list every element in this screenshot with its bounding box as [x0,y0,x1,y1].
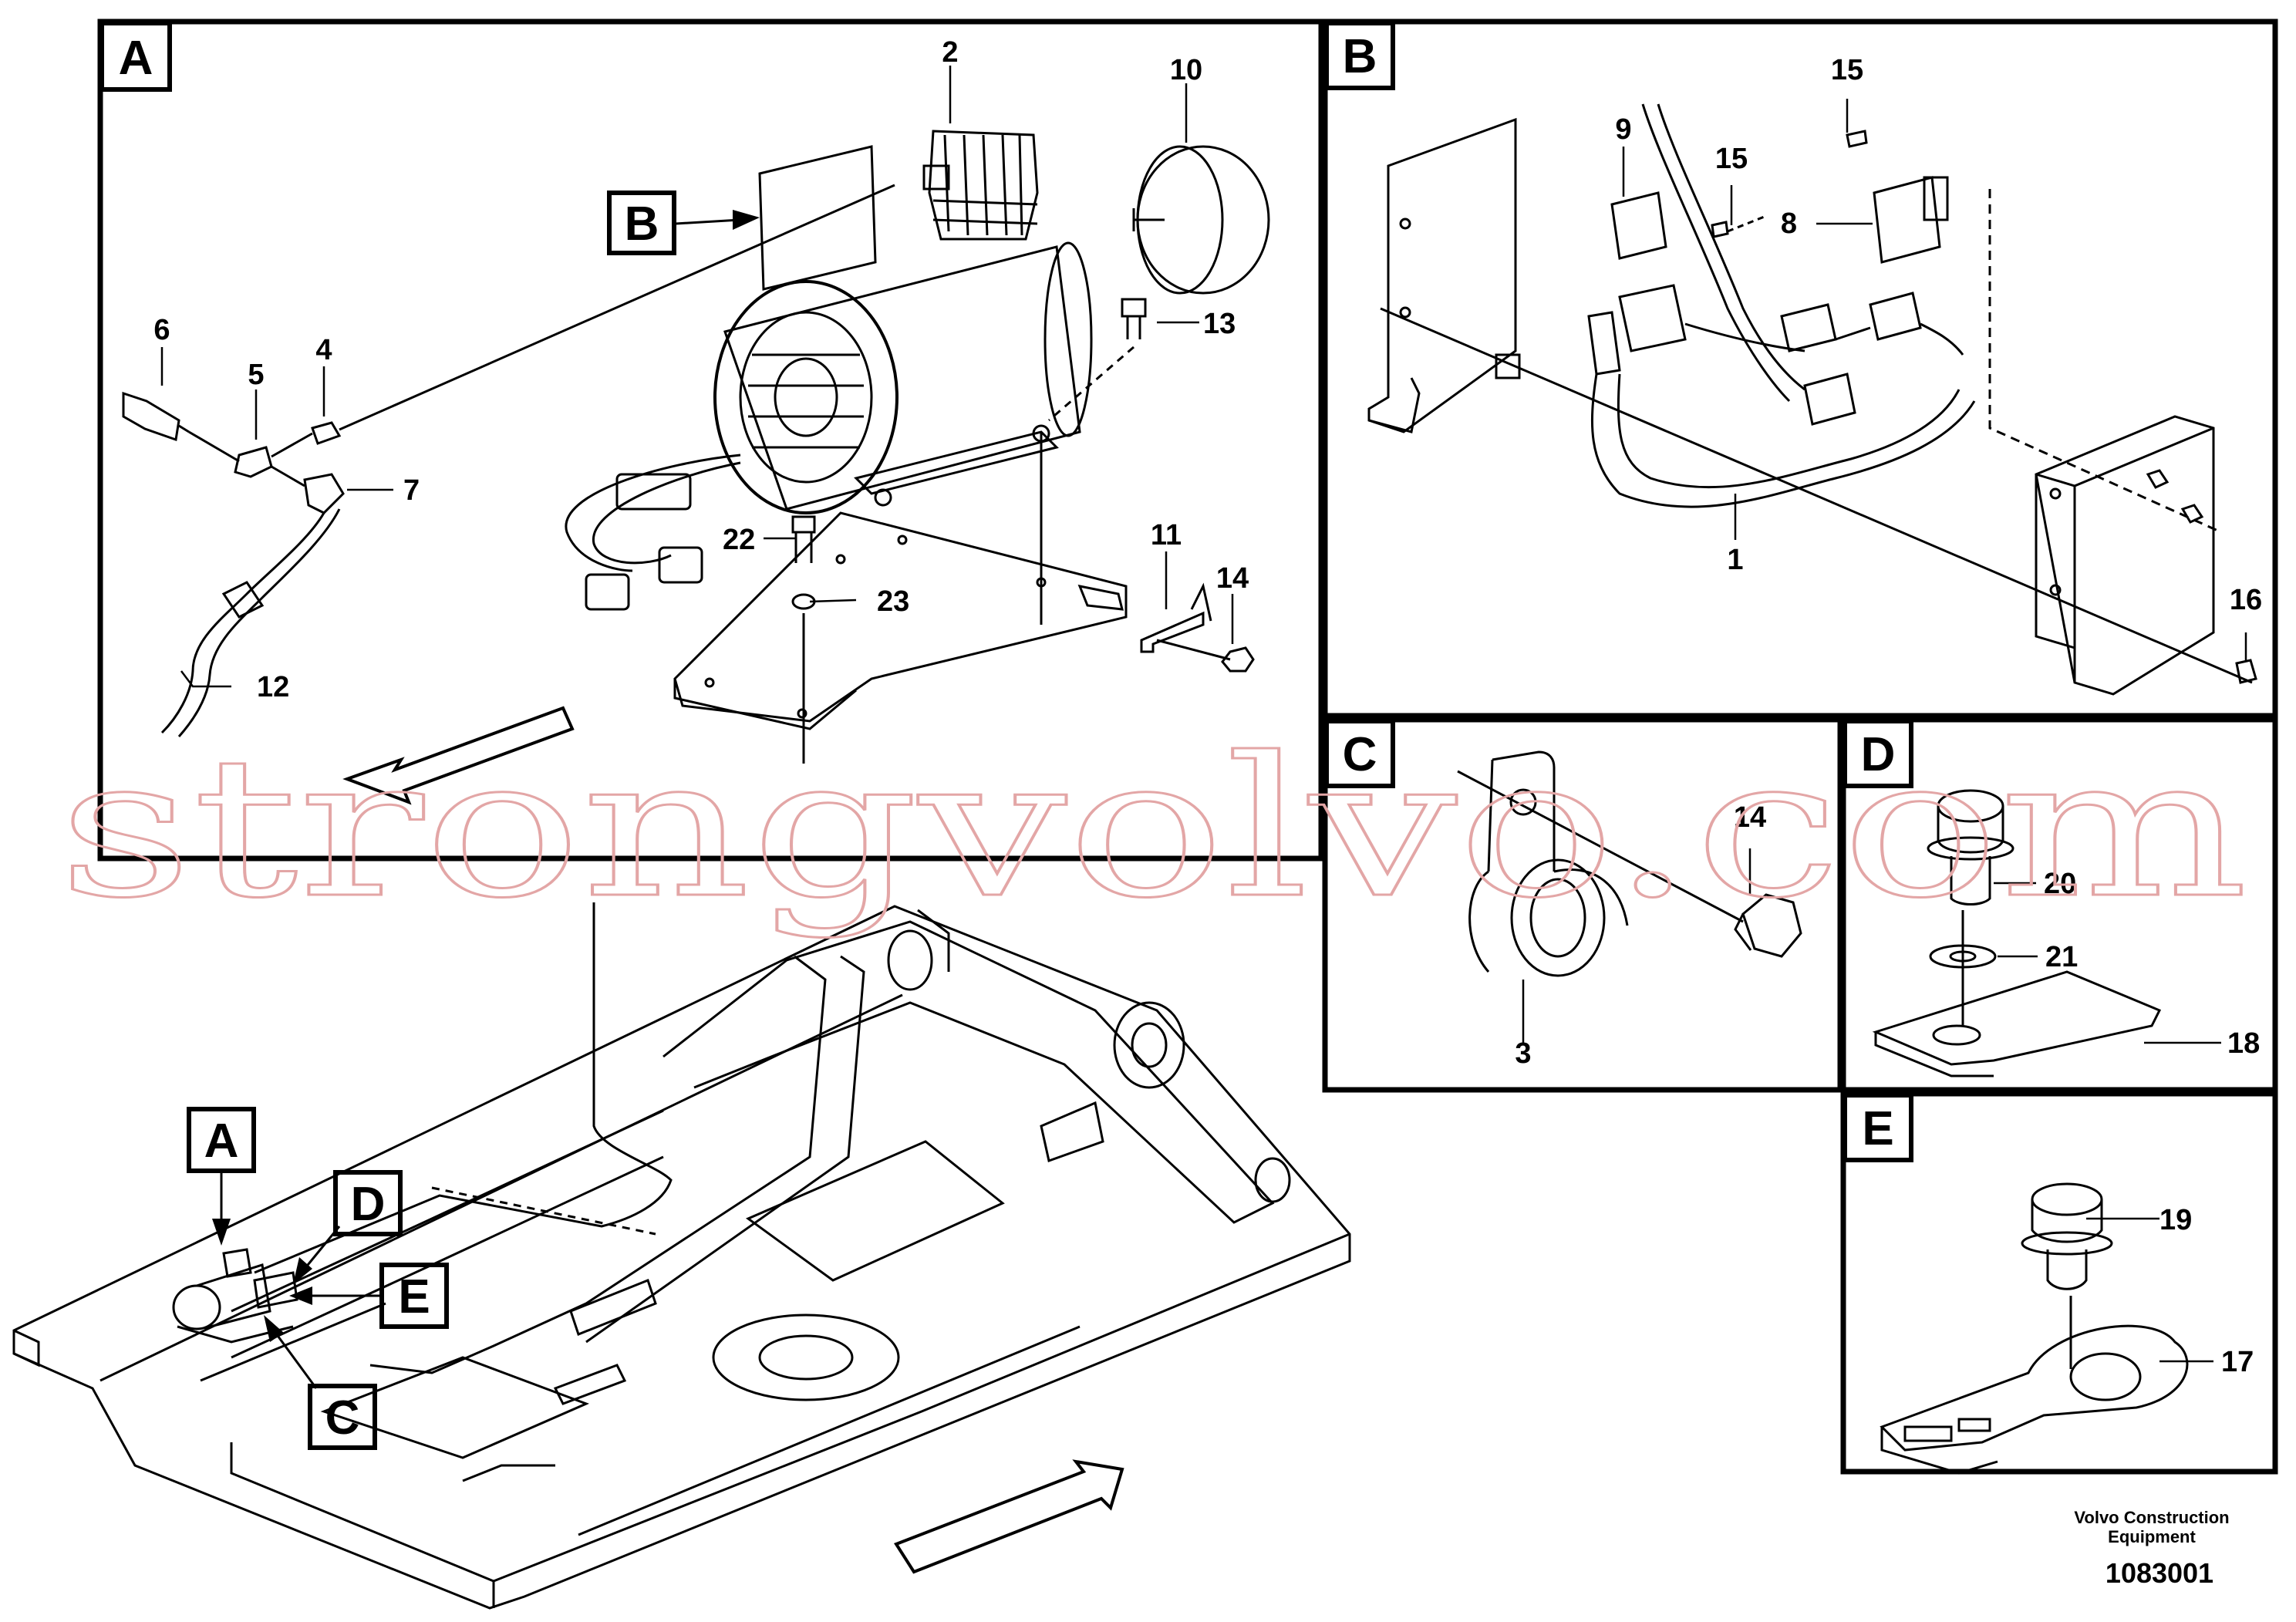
panel-a-letter: A [99,21,172,92]
svg-text:B: B [1343,30,1377,83]
panel-d-letter: D [1843,719,1913,788]
label-13: 13 [1203,308,1236,340]
panel-e-letter: E [1843,1093,1913,1162]
label-6: 6 [153,314,170,346]
label-12: 12 [257,671,289,703]
panel-d-drawing [1872,789,2162,1077]
panel-a-drawing [122,130,1270,764]
overview-callout-a: A [187,1107,256,1246]
label-1: 1 [1727,544,1743,576]
label-20: 20 [2044,868,2076,900]
watermark: strongvolvo.com [58,716,2248,940]
overview-upper-frame [12,902,1351,1610]
label-3: 3 [1515,1037,1531,1070]
label-21: 21 [2045,941,2078,973]
panel-a-direction-arrow [342,706,575,805]
panel-b-letter: B [1324,21,1395,90]
svg-text:A: A [204,1114,239,1168]
label-22: 22 [723,524,755,556]
label-7: 7 [403,474,420,507]
svg-text:E: E [398,1270,430,1324]
label-5: 5 [248,359,264,391]
svg-text:D: D [351,1178,386,1231]
overview-direction-arrow [893,1459,1124,1574]
company-line-2: Equipment [2108,1527,2196,1546]
label-14-panel-c: 14 [1734,801,1766,834]
panel-e-drawing [1880,1182,2189,1475]
panel-a-frame [97,19,1324,862]
svg-text:C: C [325,1391,360,1445]
label-17: 17 [2221,1346,2254,1378]
svg-text:C: C [1343,728,1377,781]
overview-callout-e: E [289,1263,449,1329]
company-line-1: Volvo Construction [2074,1508,2229,1527]
svg-text:D: D [1861,728,1896,781]
label-2: 2 [942,36,958,69]
callout-b-in-panel-a: B [607,191,760,255]
label-23: 23 [877,585,909,618]
panel-e-leaders [2086,1217,2213,1363]
panel-b-frame [1322,19,2278,719]
panel-e-frame [1840,1091,2278,1475]
panel-d-leaders [1994,882,2221,1044]
overview-compressor-location [172,1248,298,1344]
overview-callout-d: D [293,1170,403,1284]
label-14-panel-a: 14 [1216,562,1249,595]
panel-c-frame [1322,717,1843,1093]
panel-c-drawing [1457,750,1802,977]
label-4: 4 [315,334,332,366]
drawing-number: 1083001 [2106,1557,2213,1589]
label-18: 18 [2227,1027,2260,1060]
svg-text:E: E [1862,1102,1893,1155]
label-10: 10 [1170,54,1202,86]
label-16: 16 [2230,584,2262,616]
svg-text:A: A [119,32,153,85]
label-15-lower: 15 [1715,143,1748,175]
label-15-upper: 15 [1831,54,1863,86]
label-9: 9 [1615,113,1631,146]
panel-b-drawing [1367,103,2257,696]
label-8: 8 [1781,207,1797,240]
panel-b-leaders [1622,99,2247,661]
svg-text:B: B [625,197,659,251]
overview-callout-c: C [264,1315,377,1450]
label-11: 11 [1151,519,1182,551]
panel-a-leaders [160,66,1234,688]
panel-c-letter: C [1324,719,1395,788]
label-19: 19 [2159,1204,2192,1236]
panel-d-frame [1840,717,2278,1093]
